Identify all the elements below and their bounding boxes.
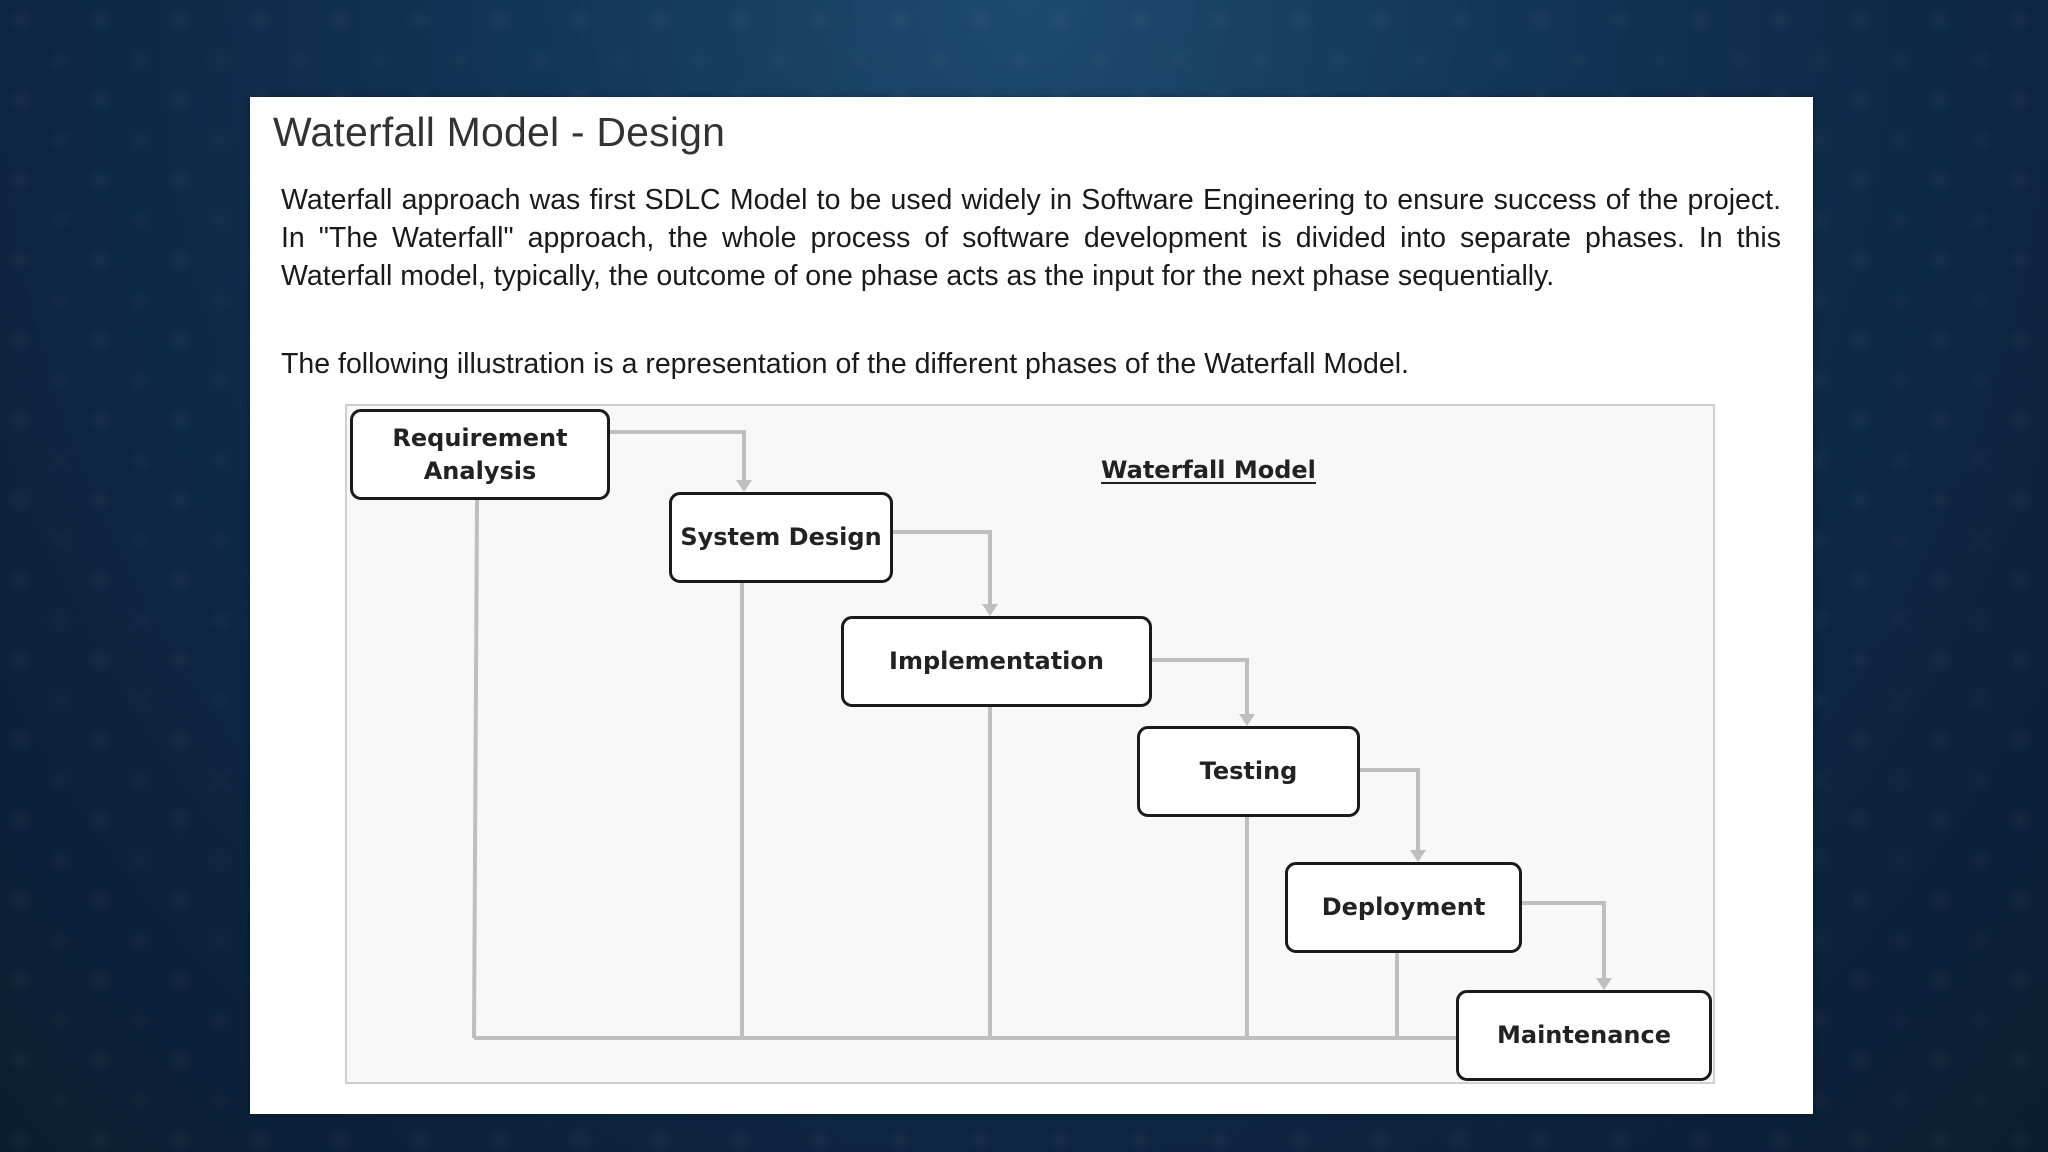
waterfall-diagram: Waterfall Model Requirement Analysis Sys… (345, 404, 1715, 1084)
slide-title: Waterfall Model - Design (273, 109, 726, 155)
forward-arrow-icon (736, 480, 752, 492)
phase-label: Deployment (1321, 893, 1486, 921)
forward-arrow-icon (1410, 850, 1426, 862)
phase-label: Requirement Analysis (392, 423, 568, 485)
forward-arrow-icon (982, 604, 998, 616)
diagram-title: Waterfall Model (1101, 456, 1316, 484)
phase-box-system-design: System Design (669, 492, 893, 583)
forward-connector-implementation-to-testing (1152, 658, 1249, 714)
forward-arrow-icon (1239, 714, 1255, 726)
phase-box-maintenance: Maintenance (1456, 990, 1712, 1081)
phase-box-testing: Testing (1137, 726, 1360, 817)
forward-connector-testing-to-deployment (1360, 768, 1420, 850)
intro-paragraph: Waterfall approach was first SDLC Model … (281, 184, 1781, 292)
forward-arrow-icon (1596, 978, 1612, 990)
feedback-line-requirement (472, 499, 479, 1039)
phase-label: Implementation (889, 647, 1104, 675)
illustration-caption: The following illustration is a represen… (281, 348, 1409, 380)
phase-label: Testing (1199, 757, 1298, 785)
slide-content-card: Waterfall Model - Design Waterfall appro… (250, 97, 1813, 1114)
forward-connector-deployment-to-maintenance (1522, 901, 1606, 978)
phase-label: Maintenance (1496, 1021, 1671, 1049)
phase-label: System Design (680, 523, 882, 551)
phase-box-implementation: Implementation (841, 616, 1152, 707)
phase-box-requirement-analysis: Requirement Analysis (350, 409, 610, 500)
forward-connector-requirement-to-design (610, 430, 746, 480)
forward-connector-design-to-implementation (893, 530, 992, 604)
phase-box-deployment: Deployment (1285, 862, 1522, 953)
connector-lines (472, 430, 1612, 1040)
